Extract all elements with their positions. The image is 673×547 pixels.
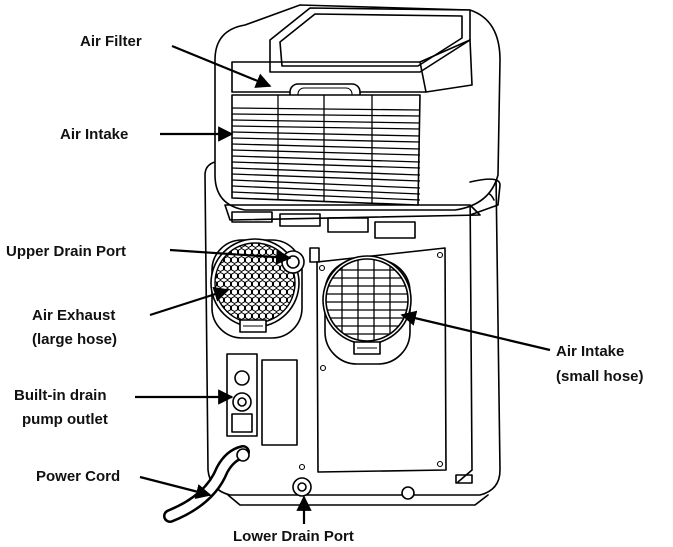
- label-builtin-drain-line1: Built-in drain: [14, 387, 107, 404]
- air-exhaust-leader: [149, 286, 230, 317]
- upper-drain-port-leader: [169, 248, 292, 265]
- label-air-intake-top: Air Intake: [60, 126, 128, 143]
- air-filter-leader: [171, 44, 272, 88]
- callout-lines: [135, 44, 551, 524]
- top-air-intake-grille: [231, 94, 421, 206]
- label-air-intake-right-line2: (small hose): [556, 368, 644, 385]
- label-air-filter: Air Filter: [80, 33, 142, 50]
- label-power-cord: Power Cord: [36, 468, 120, 485]
- casters: [227, 474, 489, 506]
- label-lower-drain-port: Lower Drain Port: [233, 528, 354, 545]
- callout-labels: Air Filter Air Intake Upper Drain Port A…: [6, 33, 644, 545]
- label-builtin-drain-line2: pump outlet: [22, 411, 108, 428]
- power-cord: [163, 445, 250, 523]
- label-air-intake-right-line1: Air Intake: [556, 343, 624, 360]
- power-cord-leader: [139, 475, 212, 500]
- label-upper-drain-port: Upper Drain Port: [6, 243, 126, 260]
- rear-panel: [316, 247, 447, 473]
- label-air-exhaust-line1: Air Exhaust: [32, 307, 115, 324]
- air-intake-right-leader: [400, 310, 551, 352]
- label-air-exhaust-line2: (large hose): [32, 331, 117, 348]
- air-intake-port-small-hose: [322, 255, 412, 365]
